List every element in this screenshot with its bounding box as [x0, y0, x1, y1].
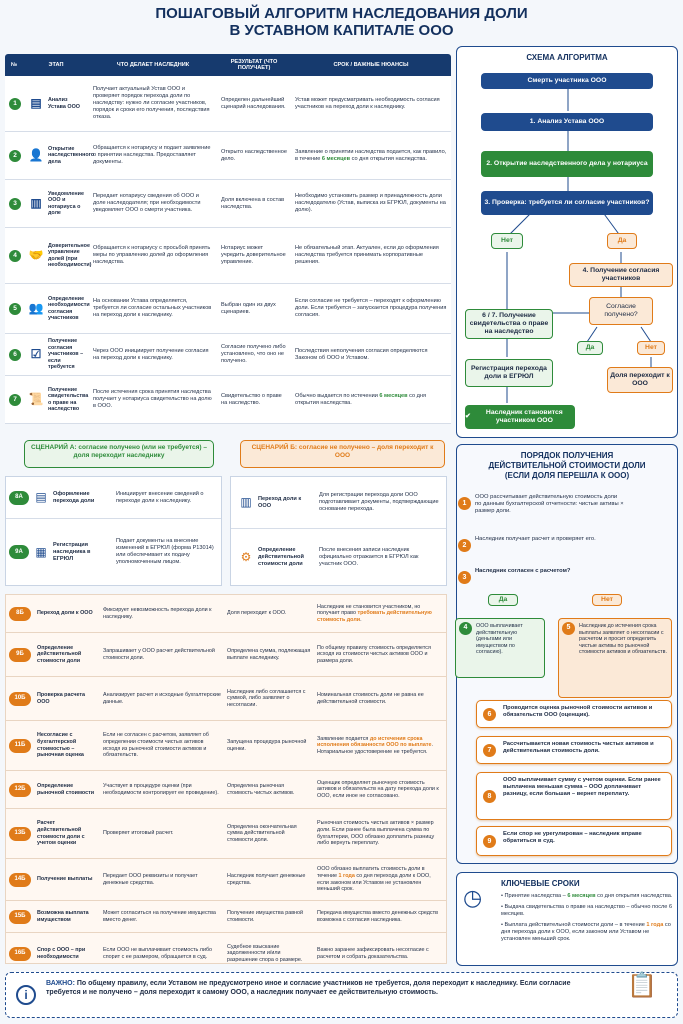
flow-step-1: 1. Анализ Устава ООО — [481, 113, 653, 131]
flow-step-2: 2. Открытие наследственного дела у нотар… — [481, 151, 653, 177]
table-row: 4 🤝Доверительное управление долей (при н… — [5, 228, 451, 284]
step-number: 7 — [483, 744, 496, 757]
flow-final: ✔Наследник становится участником ООО — [465, 405, 575, 429]
important-note: i ВАЖНО: По общему правилу, если Уставом… — [5, 972, 678, 1018]
table-row: 7 📜Получение свидетельства о праве на на… — [5, 376, 451, 424]
coins-icon: ⚙ — [240, 549, 252, 564]
registry-icon: ▦ — [35, 544, 47, 559]
check-icon: ✔ — [465, 413, 471, 420]
flow-no-2: Нет — [637, 341, 665, 355]
scenario-a-title: СЦЕНАРИЙ А: согласие получено (или не тр… — [24, 440, 214, 468]
flow-transfer: Доля переходит к ООО — [607, 367, 673, 393]
flow-step-4: 4. Получение согласия участников — [569, 263, 673, 287]
step-number: 6 — [483, 708, 496, 721]
value-yes: Да — [488, 594, 518, 606]
table-row: 3 ▥Уведомление ООО и нотариуса о доле Пе… — [5, 180, 451, 228]
page-title: ПОШАГОВЫЙ АЛГОРИТМ НАСЛЕДОВАНИЯ ДОЛИ В У… — [155, 5, 528, 39]
certificate-icon: 📜 — [28, 392, 44, 407]
handshake-icon: 🤝 — [28, 248, 44, 263]
scenario-b-title: СЦЕНАРИЙ Б: согласие не получено – доля … — [240, 440, 445, 468]
table-row: 1 ▤Анализ Устава ООО Получает актуальный… — [5, 76, 451, 132]
step-number: 1 — [458, 497, 471, 510]
notary-icon: 👤 — [28, 148, 44, 163]
clipboard-icon: 📋 — [627, 972, 657, 999]
scenario-b-box: ▥ Переход доли к ООО Для регистрации пер… — [230, 476, 447, 586]
step-number: 9 — [483, 835, 496, 848]
flow-yes-2: Да — [577, 341, 603, 355]
flow-registration: Регистрация перехода доли в ЕГРЮЛ — [465, 359, 553, 387]
building-icon: ▥ — [30, 196, 42, 211]
step-number: 5 — [562, 622, 575, 635]
checklist-icon: ☑ — [30, 347, 42, 362]
clock-icon: ◷ — [463, 885, 483, 910]
main-table: № ЭТАП ЧТО ДЕЛАЕТ НАСЛЕДНИК РЕЗУЛЬТАТ (Ч… — [5, 54, 451, 424]
document-icon: ▤ — [35, 490, 47, 504]
algorithm-scheme: СХЕМА АЛГОРИТМА Смерть участника ООО 1. … — [456, 46, 678, 438]
people-icon: 👥 — [28, 301, 44, 316]
flow-step-67: 6 / 7. Получение свидетельства о праве н… — [465, 309, 553, 339]
value-no: Нет — [592, 594, 622, 606]
flow-yes: Да — [607, 233, 637, 249]
step-number: 2 — [458, 539, 471, 552]
value-step-1: ООО рассчитывает действительную стоимост… — [475, 494, 624, 514]
document-icon: ▤ — [30, 96, 42, 111]
table-row: 5 👥Определение необходимости согласия уч… — [5, 284, 451, 334]
value-step-2: Наследник получает расчет и проверяет ег… — [475, 536, 596, 542]
flow-no: Нет — [491, 233, 523, 249]
table-row: 6 ☑Получение согласия участников – если … — [5, 334, 451, 376]
scenario-a-box: 8А ▤ Оформление перехода доли Инициирует… — [5, 476, 222, 586]
table-row: 2 👤Открытие наследственного дела Обращае… — [5, 132, 451, 180]
flow-death: Смерть участника ООО — [481, 73, 653, 89]
step-number: 8 — [483, 790, 496, 803]
key-terms: КЛЮЧЕВЫЕ СРОКИ ◷ • Принятие наследства –… — [456, 872, 678, 966]
flow-step-3: 3. Проверка: требуется ли согласие участ… — [481, 191, 653, 215]
flow-connectors — [506, 87, 652, 403]
flow-question: Согласие получено? — [589, 297, 653, 325]
value-step-3: Наследник согласен с расчетом? — [475, 568, 571, 574]
building-icon: ▥ — [240, 495, 252, 509]
table-header: № ЭТАП ЧТО ДЕЛАЕТ НАСЛЕДНИК РЕЗУЛЬТАТ (Ч… — [5, 54, 451, 76]
info-icon: i — [16, 985, 36, 1005]
step-number: 4 — [459, 622, 472, 635]
step-number: 3 — [458, 571, 471, 584]
